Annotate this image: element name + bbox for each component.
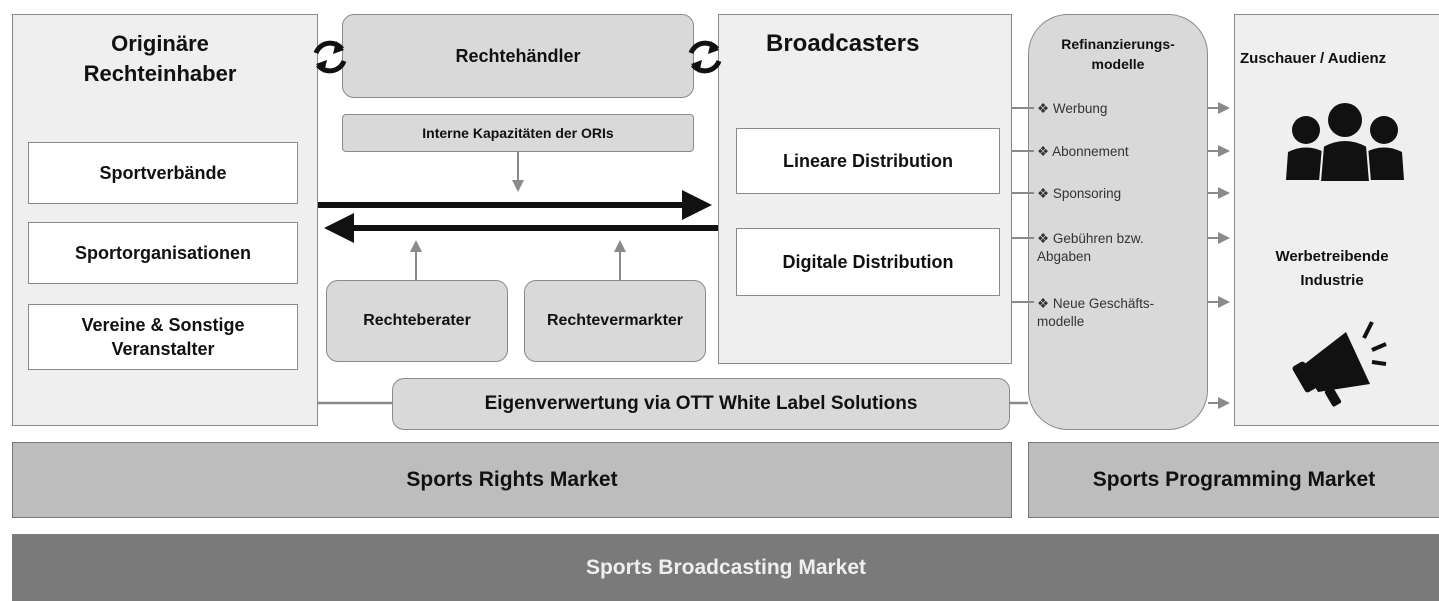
refinancing-title: Refinanzierungs-modelle — [1061, 36, 1175, 72]
rights-holders-title: Originäre Rechteinhaber — [83, 31, 237, 86]
refinancing-item-sponsoring: ❖ Sponsoring — [1037, 186, 1122, 201]
sports-programming-market-bar: Sports Programming Market — [1028, 442, 1439, 518]
cycle-icon-right — [688, 40, 722, 74]
sports-rights-market-bar: Sports Rights Market — [12, 442, 1012, 518]
rights-holder-vereine: Vereine & Sonstige Veranstalter — [28, 304, 298, 370]
rights-holder-sportorganisationen: Sportorganisationen — [28, 222, 298, 284]
internal-capacities-box: Interne Kapazitäten der ORIs — [342, 114, 694, 152]
refinancing-item-werbung: ❖ Werbung — [1037, 101, 1108, 116]
linear-distribution-box: Lineare Distribution — [736, 128, 1000, 194]
megaphone-icon — [1292, 321, 1387, 407]
people-group-icon — [1286, 103, 1404, 183]
own-exploitation-box: Eigenverwertung via OTT White Label Solu… — [392, 378, 1010, 430]
rights-marketers-box: Rechtevermarkter — [524, 280, 706, 362]
advertising-industry-label: Werbetreibende Industrie — [1275, 248, 1389, 289]
rights-advisors-box: Rechteberater — [326, 280, 508, 362]
refinancing-item-gebuehren: ❖ Gebühren bzw. Abgaben — [1037, 231, 1144, 264]
broadcaster-refinancing-connectors — [1012, 107, 1034, 303]
refinancing-item-abonnement: ❖ Abonnement — [1037, 144, 1129, 159]
digital-distribution-box: Digitale Distribution — [736, 228, 1000, 296]
refinancing-item-neue: ❖ Neue Geschäfts-modelle — [1037, 296, 1155, 329]
refinancing-audience-arrows — [1208, 102, 1230, 409]
refinancing-panel — [1028, 14, 1208, 430]
cycle-icon-left — [313, 40, 347, 74]
sports-broadcasting-market-bar: Sports Broadcasting Market — [12, 534, 1439, 601]
rights-holder-sportverbaende: Sportverbände — [28, 142, 298, 204]
broadcasters-title: Broadcasters — [766, 30, 920, 57]
rights-dealers-box: Rechtehändler — [342, 14, 694, 98]
audience-title: Zuschauer / Audienz — [1240, 50, 1387, 67]
